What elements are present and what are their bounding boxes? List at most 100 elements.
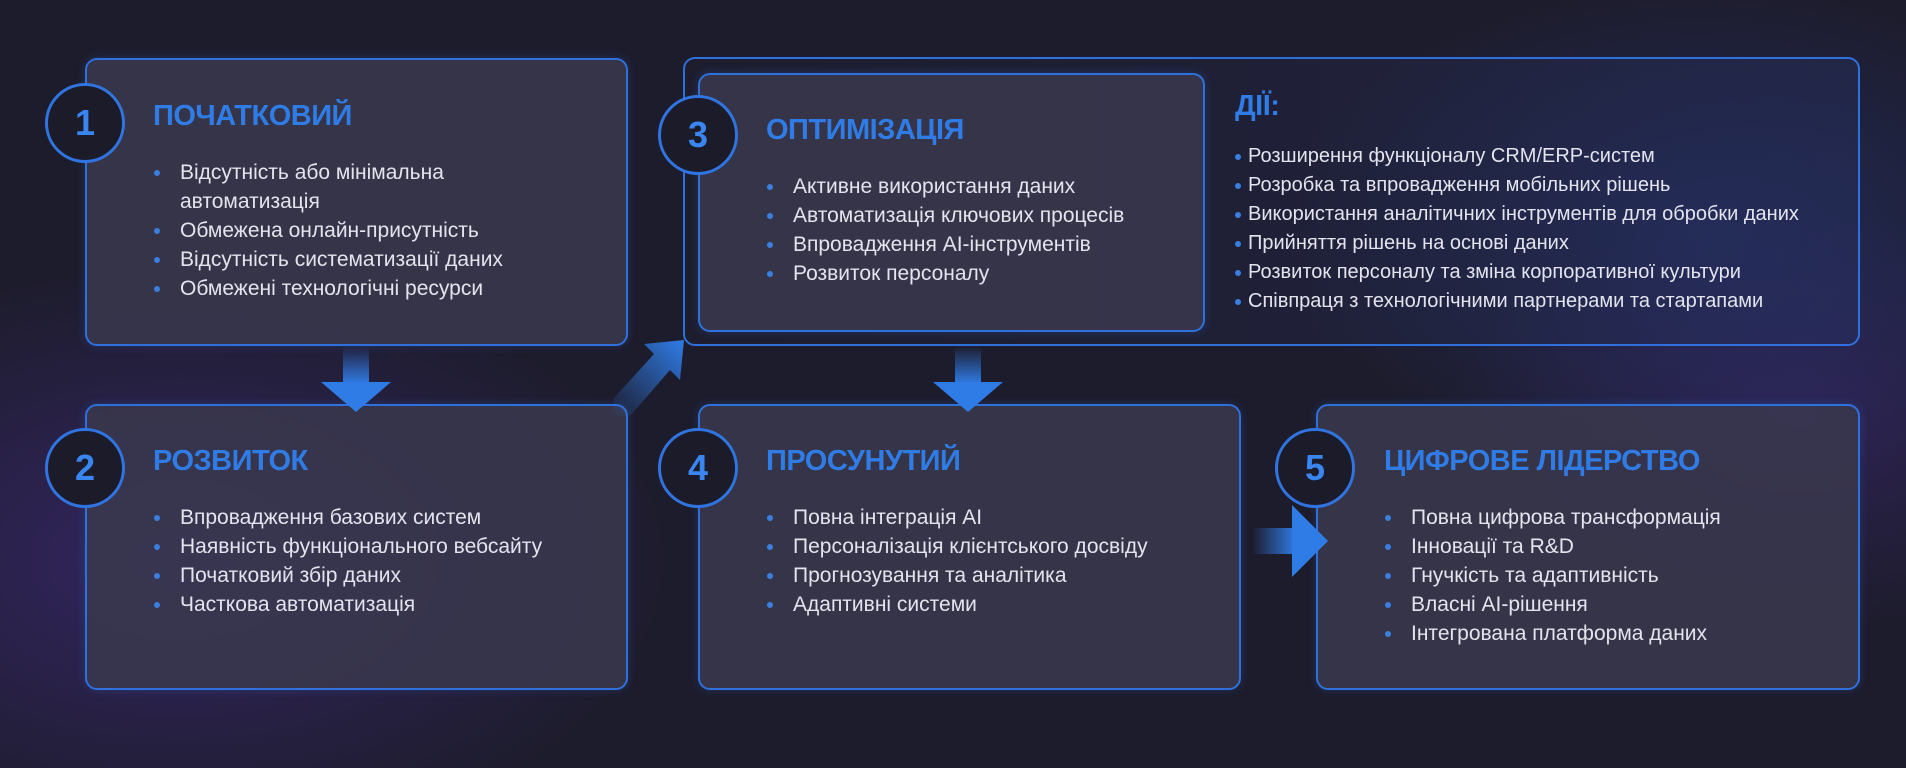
arrow-up-right-icon bbox=[610, 340, 684, 416]
list-item: Розширення функціоналу CRM/ERP-систем bbox=[1235, 142, 1799, 171]
list-item: Автоматизація ключових процесів bbox=[766, 201, 1124, 230]
bullet-icon bbox=[1385, 573, 1391, 579]
stage-title: ЦИФРОВЕ ЛІДЕРСТВО bbox=[1384, 445, 1700, 477]
bullet-icon bbox=[154, 515, 160, 521]
list-item-text: Початковий збір даних bbox=[180, 564, 402, 587]
step-number-badge: 2 bbox=[45, 428, 125, 508]
list-item-text: Інтегрована платформа даних bbox=[1411, 622, 1708, 645]
bullet-icon bbox=[1235, 212, 1241, 218]
list-item-text: Власні AI-рішення bbox=[1411, 593, 1588, 616]
list-item: Повна цифрова трансформація bbox=[1384, 503, 1721, 532]
list-item: Часткова автоматизація bbox=[153, 590, 542, 619]
bullet-icon bbox=[154, 544, 160, 550]
bullet-icon bbox=[154, 286, 160, 292]
list-item: Наявність функціонального вебсайту bbox=[153, 532, 542, 561]
bullet-icon bbox=[1235, 270, 1241, 276]
stage-title: РОЗВИТОК bbox=[153, 445, 308, 477]
list-item: Персоналізація клієнтського досвіду bbox=[766, 532, 1148, 561]
list-item: Інтегрована платформа даних bbox=[1384, 619, 1721, 648]
bullet-icon bbox=[1385, 544, 1391, 550]
stage-5-card bbox=[1316, 404, 1860, 690]
bullet-icon bbox=[1385, 602, 1391, 608]
list-item-text: Співпраця з технологічними партнерами та… bbox=[1248, 290, 1764, 312]
list-item: Впровадження базових систем bbox=[153, 503, 542, 532]
stage-2-card bbox=[85, 404, 628, 690]
bullet-icon bbox=[767, 515, 773, 521]
list-item: Використання аналітичних інструментів дл… bbox=[1235, 200, 1799, 229]
list-item: Відсутність або мінімальна bbox=[153, 158, 503, 187]
list-item-text: Обмежена онлайн-присутність bbox=[180, 219, 479, 242]
list-item: Повна інтеграція AI bbox=[766, 503, 1148, 532]
list-item-text: Обмежені технологічні ресурси bbox=[180, 277, 484, 300]
bullet-icon bbox=[767, 602, 773, 608]
bullet-icon bbox=[154, 602, 160, 608]
bullet-icon bbox=[154, 170, 160, 176]
list-item: Впровадження AI-інструментів bbox=[766, 230, 1124, 259]
arrow-down-icon bbox=[321, 346, 391, 412]
list-item-text: Інновації та R&D bbox=[1411, 535, 1574, 558]
list-item-text: Прогнозування та аналітика bbox=[793, 564, 1067, 587]
list-item: Розвиток персоналу та зміна корпоративно… bbox=[1235, 258, 1799, 287]
stage-items-list: Повна інтеграція AI Персоналізація клієнт… bbox=[766, 503, 1148, 619]
list-item: Активне використання даних bbox=[766, 172, 1124, 201]
bullet-icon bbox=[1235, 154, 1241, 160]
list-item: Обмежені технологічні ресурси bbox=[153, 274, 503, 303]
stage-1-card bbox=[85, 58, 628, 346]
list-item-text: Часткова автоматизація bbox=[180, 593, 416, 616]
bullet-icon bbox=[154, 573, 160, 579]
actions-title: ДІЇ: bbox=[1235, 90, 1280, 122]
list-item: Прийняття рішень на основі даних bbox=[1235, 229, 1799, 258]
list-item: Прогнозування та аналітика bbox=[766, 561, 1148, 590]
step-number-badge: 1 bbox=[45, 83, 125, 163]
list-item-text: Активне використання даних bbox=[793, 175, 1076, 198]
bullet-icon bbox=[1385, 515, 1391, 521]
stage-4-card bbox=[698, 404, 1241, 690]
list-item-text: Відсутність або мінімальна bbox=[180, 161, 444, 184]
arrow-right-icon bbox=[1252, 505, 1328, 577]
stage-title: ОПТИМІЗАЦІЯ bbox=[766, 114, 964, 146]
list-item-text: Розробка та впровадження мобільних рішен… bbox=[1248, 174, 1671, 196]
list-item: Початковий збір даних bbox=[153, 561, 542, 590]
list-item-text: Впровадження базових систем bbox=[180, 506, 482, 529]
list-item-text: Гнучкість та адаптивність bbox=[1411, 564, 1659, 587]
list-item-text: Автоматизація ключових процесів bbox=[793, 204, 1125, 227]
list-item: Обмежена онлайн-присутність bbox=[153, 216, 503, 245]
bullet-icon bbox=[1235, 241, 1241, 247]
stage-title: ПОЧАТКОВИЙ bbox=[153, 100, 352, 132]
stage-title: ПРОСУНУТИЙ bbox=[766, 445, 961, 477]
list-item-text: Прийняття рішень на основі даних bbox=[1248, 232, 1569, 254]
bullet-icon bbox=[767, 573, 773, 579]
list-item: Адаптивні системи bbox=[766, 590, 1148, 619]
stage-3-card bbox=[698, 73, 1205, 332]
list-item: автоматизація bbox=[153, 187, 503, 216]
list-item-text: Розвиток персоналу та зміна корпоративно… bbox=[1248, 261, 1741, 283]
bullet-icon bbox=[154, 228, 160, 234]
bullet-icon bbox=[1235, 183, 1241, 189]
bullet-icon bbox=[767, 271, 773, 277]
arrow-down-icon bbox=[933, 346, 1003, 412]
bullet-icon bbox=[767, 242, 773, 248]
step-number-badge: 5 bbox=[1275, 428, 1355, 508]
list-item-text: Персоналізація клієнтського досвіду bbox=[793, 535, 1148, 558]
list-item-text: Повна цифрова трансформація bbox=[1411, 506, 1721, 529]
list-item: Розробка та впровадження мобільних рішен… bbox=[1235, 171, 1799, 200]
list-item-text: автоматизація bbox=[180, 190, 320, 213]
list-item-text: Розширення функціоналу CRM/ERP-систем bbox=[1248, 145, 1655, 167]
list-item: Гнучкість та адаптивність bbox=[1384, 561, 1721, 590]
list-item-text: Відсутність систематизації даних bbox=[180, 248, 503, 271]
step-number-badge: 3 bbox=[658, 95, 738, 175]
bullet-icon bbox=[1385, 631, 1391, 637]
list-item: Власні AI-рішення bbox=[1384, 590, 1721, 619]
list-item: Інновації та R&D bbox=[1384, 532, 1721, 561]
bullet-icon bbox=[154, 257, 160, 263]
list-item-text: Впровадження AI-інструментів bbox=[793, 233, 1091, 256]
bullet-icon bbox=[767, 544, 773, 550]
list-item: Співпраця з технологічними партнерами та… bbox=[1235, 287, 1799, 316]
bullet-icon bbox=[1235, 299, 1241, 305]
list-item-text: Повна інтеграція AI bbox=[793, 506, 983, 529]
